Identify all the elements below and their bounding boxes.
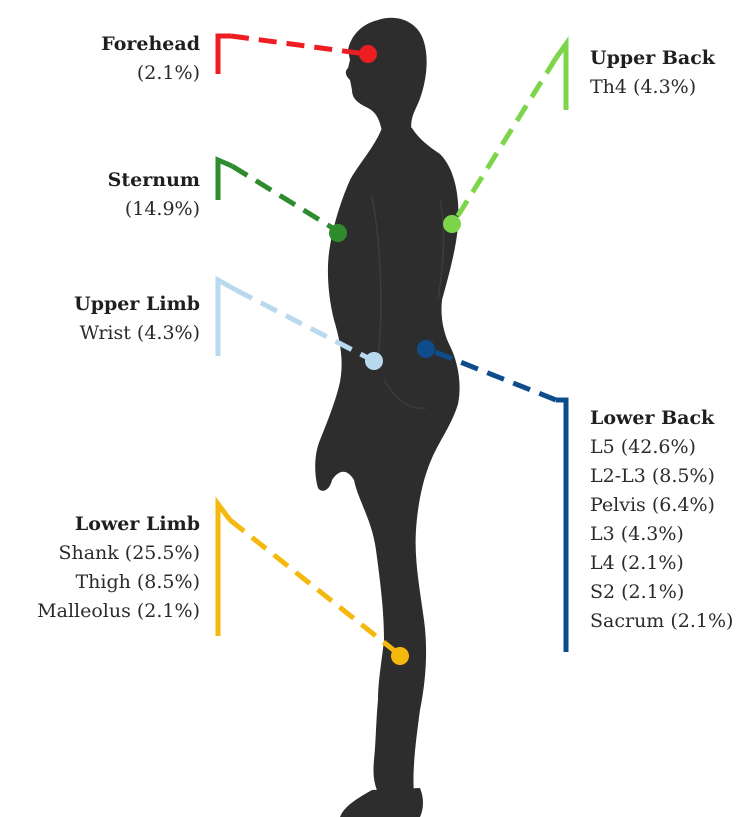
lower-limb-marker <box>391 647 409 665</box>
upper-back-title: Upper Back <box>590 44 745 73</box>
lower-back-item-5: L4 (2.1%) <box>590 549 750 578</box>
lower-limb-item-1: Shank (25.5%) <box>4 539 200 568</box>
upper-limb-title: Upper Limb <box>20 290 200 319</box>
upper-back-marker <box>443 215 461 233</box>
sternum-label: Sternum (14.9%) <box>60 166 200 224</box>
forehead-marker <box>359 45 377 63</box>
forehead-label: Forehead (2.1%) <box>60 30 200 88</box>
lower-limb-dash <box>230 520 396 652</box>
lower-back-item-3: Pelvis (6.4%) <box>590 491 750 520</box>
forehead-item-1: (2.1%) <box>60 59 200 88</box>
upper-back-leader <box>443 44 566 233</box>
sternum-title: Sternum <box>60 166 200 195</box>
lower-back-bracket <box>556 400 566 652</box>
lower-limb-bracket <box>218 504 230 636</box>
sternum-marker <box>329 224 347 242</box>
lower-back-marker <box>417 340 435 358</box>
forehead-dash <box>231 36 366 54</box>
forehead-title: Forehead <box>60 30 200 59</box>
silhouette-foot <box>340 788 423 817</box>
lower-limb-label: Lower Limb Shank (25.5%) Thigh (8.5%) Ma… <box>4 510 200 626</box>
lower-back-item-4: L3 (4.3%) <box>590 520 750 549</box>
upper-limb-item-1: Wrist (4.3%) <box>20 319 200 348</box>
human-silhouette <box>315 18 459 817</box>
sternum-item-1: (14.9%) <box>60 195 200 224</box>
lower-back-item-2: L2-L3 (8.5%) <box>590 462 750 491</box>
lower-limb-item-3: Malleolus (2.1%) <box>4 597 200 626</box>
upper-back-label: Upper Back Th4 (4.3%) <box>590 44 745 102</box>
upper-limb-label: Upper Limb Wrist (4.3%) <box>20 290 200 348</box>
sternum-leader <box>218 160 347 242</box>
silhouette-head <box>346 18 427 132</box>
lower-back-item-1: L5 (42.6%) <box>590 433 750 462</box>
lower-back-title: Lower Back <box>590 404 750 433</box>
lower-limb-item-2: Thigh (8.5%) <box>4 568 200 597</box>
lower-back-item-6: S2 (2.1%) <box>590 578 750 607</box>
upper-back-bracket <box>556 44 566 110</box>
lower-limb-title: Lower Limb <box>4 510 200 539</box>
upper-limb-marker <box>365 352 383 370</box>
forehead-bracket <box>218 36 231 74</box>
sternum-dash <box>232 166 336 230</box>
sternum-bracket <box>218 160 232 200</box>
upper-back-dash <box>454 58 556 222</box>
lower-back-item-7: Sacrum (2.1%) <box>590 607 750 636</box>
lower-back-label: Lower Back L5 (42.6%) L2-L3 (8.5%) Pelvi… <box>590 404 750 636</box>
upper-limb-bracket <box>218 280 236 356</box>
upper-back-item-1: Th4 (4.3%) <box>590 73 745 102</box>
